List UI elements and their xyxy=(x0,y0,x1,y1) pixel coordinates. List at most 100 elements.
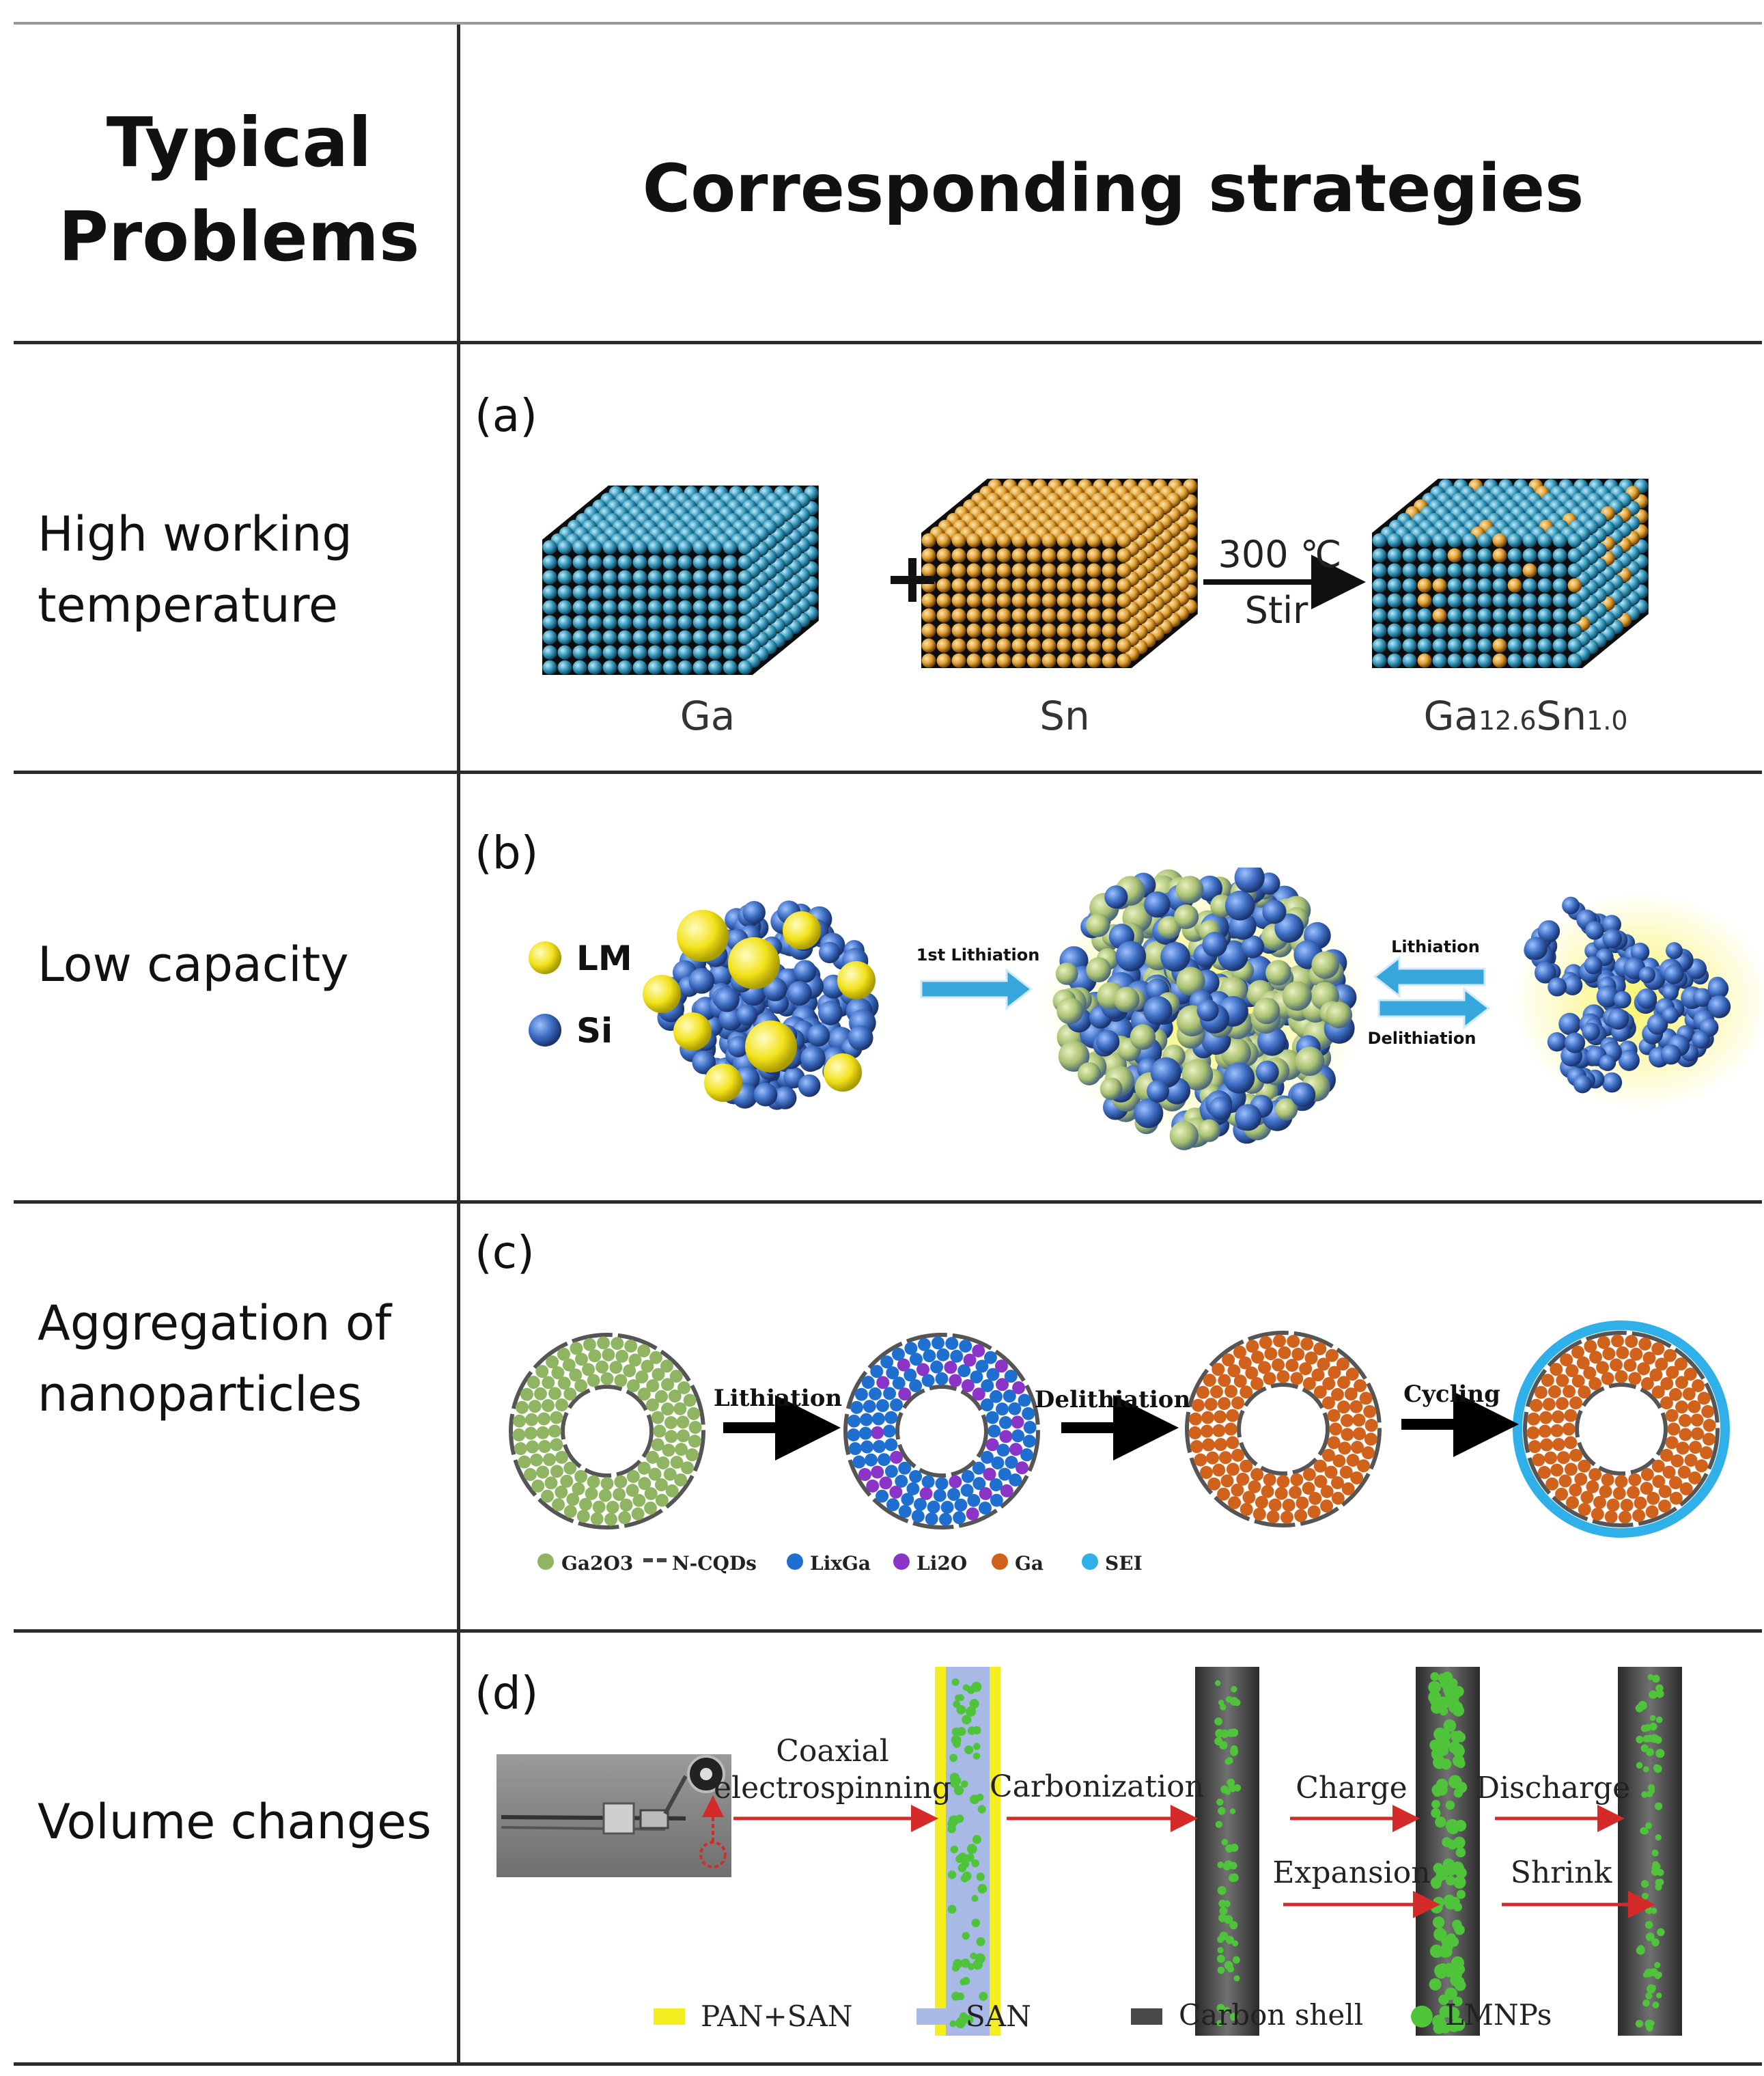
atom xyxy=(647,645,662,660)
atom xyxy=(1417,653,1432,668)
atom xyxy=(1537,548,1552,563)
nanoparticle xyxy=(644,1501,658,1515)
nanoparticle xyxy=(1569,1483,1582,1497)
nanoparticle xyxy=(1331,1491,1345,1505)
nanoparticle xyxy=(1321,1448,1335,1462)
lmnp xyxy=(1654,1736,1662,1744)
nanoparticle xyxy=(1555,1397,1569,1411)
lmnp xyxy=(971,1918,981,1928)
lmnp xyxy=(1645,1992,1653,1999)
atom xyxy=(632,645,647,660)
nanoparticle xyxy=(518,1455,531,1469)
nanoparticle xyxy=(972,1387,985,1401)
particle xyxy=(727,1036,749,1057)
lmnp xyxy=(1432,1916,1445,1928)
nanoparticle xyxy=(935,1372,949,1385)
atom xyxy=(1432,548,1447,563)
sn-label: Sn xyxy=(1039,693,1090,739)
atom xyxy=(602,585,617,600)
nanoparticle xyxy=(1264,1347,1278,1361)
lmnp xyxy=(975,1953,985,1964)
lmnp xyxy=(1436,1868,1448,1881)
nanoparticle xyxy=(1320,1484,1334,1498)
particle xyxy=(1311,951,1340,980)
atom xyxy=(1477,563,1492,578)
lmnp xyxy=(977,1805,986,1814)
atom xyxy=(617,585,632,600)
coaxial-label-line1: Coaxial xyxy=(776,1734,889,1769)
nanoparticle xyxy=(1218,1451,1232,1465)
particle xyxy=(1144,891,1171,918)
atom xyxy=(572,585,587,600)
nanoparticle xyxy=(960,1484,974,1497)
atom xyxy=(1417,623,1432,638)
nanoparticle xyxy=(552,1498,565,1512)
lmnp xyxy=(1433,2022,1445,2034)
atom xyxy=(1026,638,1041,653)
row-a-bottom-rule xyxy=(14,771,1762,774)
lmnp xyxy=(1228,1783,1235,1790)
atom xyxy=(996,638,1011,653)
nanoparticle xyxy=(574,1469,588,1483)
lmnp xyxy=(1215,1680,1221,1687)
nanoparticle xyxy=(1359,1392,1373,1405)
atom xyxy=(542,540,557,555)
nanoparticle xyxy=(1614,1475,1628,1489)
nanoparticle xyxy=(898,1461,912,1475)
atom xyxy=(1432,608,1447,623)
lmnp xyxy=(1214,1717,1222,1726)
particle xyxy=(1196,875,1223,902)
particle xyxy=(736,1004,758,1026)
atom xyxy=(1567,563,1582,578)
nanoparticle xyxy=(1564,1409,1578,1422)
nanoparticle xyxy=(673,1402,687,1415)
lmnp xyxy=(1455,1847,1466,1858)
atom xyxy=(951,563,966,578)
nanoparticle xyxy=(623,1364,636,1378)
lmnp xyxy=(1218,1700,1224,1706)
ga2o3-ring xyxy=(509,1333,705,1530)
atom xyxy=(1432,638,1447,653)
nanoparticle xyxy=(1658,1499,1672,1513)
lmnp xyxy=(1231,1686,1237,1693)
lmnp xyxy=(1651,1867,1660,1876)
atom xyxy=(1387,653,1402,668)
particle xyxy=(1282,981,1312,1011)
nanoparticle xyxy=(1276,1370,1290,1383)
nanoparticle xyxy=(961,1469,975,1483)
atom xyxy=(981,638,996,653)
atom xyxy=(1026,623,1041,638)
atom xyxy=(1447,623,1462,638)
nanoparticle xyxy=(871,1412,885,1426)
nanoparticle xyxy=(1662,1465,1676,1479)
nanoparticle xyxy=(1548,1385,1561,1398)
atom xyxy=(617,555,632,570)
lmnp xyxy=(1433,1896,1444,1909)
lmnp xyxy=(1226,1935,1235,1944)
nanoparticle xyxy=(670,1456,684,1469)
delithiation-step-label: Delithiation xyxy=(1035,1386,1190,1413)
atom xyxy=(647,540,662,555)
lm-particle xyxy=(677,910,729,962)
atom xyxy=(936,578,951,593)
lmnp xyxy=(1453,1686,1464,1698)
atom xyxy=(1011,548,1026,563)
lmnp xyxy=(1453,1745,1465,1758)
legend-ga2o3-dot xyxy=(537,1553,554,1570)
lmnp xyxy=(1216,1798,1224,1806)
nanoparticle xyxy=(863,1400,876,1413)
atom xyxy=(951,608,966,623)
nanoparticle xyxy=(555,1485,568,1499)
inner-shell xyxy=(1575,1383,1668,1476)
atom xyxy=(1447,548,1462,563)
lmnp xyxy=(977,1883,988,1894)
nanoparticle xyxy=(1620,1498,1634,1512)
particle xyxy=(1602,928,1623,949)
atom xyxy=(602,615,617,630)
atom xyxy=(1372,638,1387,653)
lmnp xyxy=(1641,1880,1649,1888)
atom xyxy=(617,660,632,675)
nanoparticle xyxy=(1005,1456,1018,1469)
legend-sei-dot xyxy=(1082,1553,1098,1570)
lmnp xyxy=(1636,1735,1644,1744)
